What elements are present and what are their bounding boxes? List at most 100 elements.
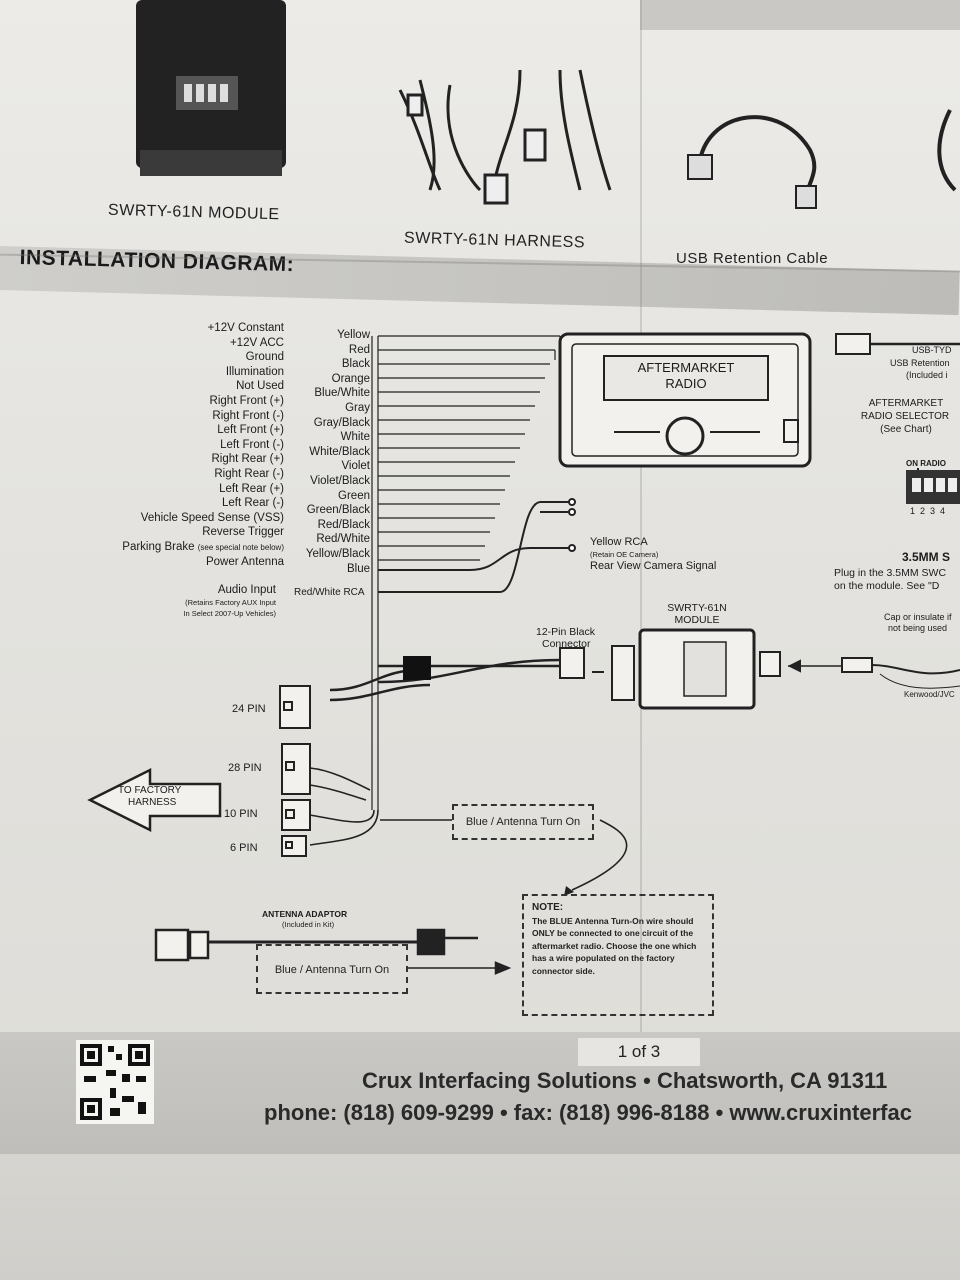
function-label: Left Rear (-)	[222, 497, 284, 510]
footer-company: Crux Interfacing Solutions • Chatsworth,…	[362, 1068, 888, 1093]
usb-cable-image	[687, 115, 817, 209]
yellow-rca-title: Yellow RCA	[590, 536, 648, 548]
function-label: Left Front (+)	[217, 424, 284, 437]
antenna-adaptor-wire-label: Blue / Antenna Turn On	[274, 964, 390, 976]
function-label: Right Front (-)	[212, 409, 284, 422]
wiring-diagram	[87, 332, 960, 975]
wire-bundle	[371, 335, 561, 810]
product-images	[136, 0, 957, 209]
twelve-pin-line2: Connector	[542, 638, 591, 650]
kenwood-label: Kenwood/JVC	[904, 690, 955, 699]
function-label: Left Rear (+)	[219, 482, 284, 495]
radio-label-line1: AFTERMARKET	[637, 360, 735, 375]
wire-color-label: Blue/White	[314, 387, 370, 400]
antenna-turn-on-box: Blue / Antenna Turn On	[452, 804, 594, 840]
function-label: Vehicle Speed Sense (VSS)	[140, 511, 284, 524]
wire-color-label: Orange	[331, 372, 370, 385]
module-image	[136, 0, 286, 176]
wire-color-label: Gray/Black	[313, 416, 370, 429]
wire-color-label: White	[340, 431, 370, 444]
radio-selector-drawing	[906, 468, 960, 504]
function-label: Reverse Trigger	[202, 526, 284, 539]
pin-label-24: 24 PIN	[232, 703, 266, 715]
function-label: +12V ACC	[229, 336, 284, 349]
parking-brake-note: (see special note below)	[197, 542, 284, 552]
aftermarket-radio-drawing	[558, 332, 812, 468]
parking-brake-label: Parking Brake	[122, 540, 195, 553]
antenna-adaptor-drawing	[154, 928, 512, 975]
pin-label-10: 10 PIN	[224, 808, 258, 820]
wire-color-label: Black	[341, 358, 370, 371]
wire-color-label: White/Black	[309, 445, 370, 458]
usb-right-line3: (Included i	[906, 370, 948, 380]
function-label: Not Used	[236, 380, 284, 393]
swrty-module-drawing	[638, 628, 781, 710]
function-label: Right Front (+)	[209, 394, 284, 407]
selector-numbers: 1 2 3 4	[910, 506, 946, 516]
cable-edge-image	[937, 109, 957, 192]
harness-image	[398, 69, 612, 205]
wire-color-label: Green	[338, 489, 370, 502]
inline-junction	[403, 656, 431, 680]
twelve-pin-line1: 12-Pin Black	[536, 626, 595, 638]
selector-on-label: ON RADIO	[906, 459, 946, 468]
wire-color-label: Red/White	[316, 533, 370, 546]
function-label: +12V Constant	[207, 322, 284, 334]
harness-caption: SWRTY-61N HARNESS	[403, 229, 586, 252]
wire-color-label: Red/Black	[317, 518, 370, 531]
wire-color-label: Yellow/Black	[305, 547, 370, 560]
wire-color-label: Red	[348, 343, 370, 356]
footer-band	[0, 1032, 960, 1154]
qr-code	[76, 1040, 154, 1124]
yellow-rca-sub: (Retain OE Camera)	[590, 550, 659, 559]
note-body: The BLUE Antenna Turn-On wire should ONL…	[532, 915, 697, 976]
page-number: 1 of 3	[578, 1038, 700, 1066]
wire-color-label: Violet	[341, 460, 370, 473]
module-wires	[329, 658, 561, 702]
wire-color-label: Blue	[346, 562, 370, 575]
function-label: Ground	[245, 351, 284, 364]
rca-plugs	[378, 498, 576, 593]
usb-right-line1: USB-TYD	[912, 345, 952, 355]
wire-color-label: Violet/Black	[310, 474, 370, 487]
cap-note-line1: Cap or insulate if	[884, 612, 952, 622]
note-box: NOTE: The BLUE Antenna Turn-On wire shou…	[522, 894, 714, 1016]
audio-input-sub2: In Select 2007-Up Vehicles)	[183, 609, 276, 618]
audio-input-label: Audio Input	[217, 584, 276, 596]
wire-color-label: Yellow	[337, 329, 370, 341]
factory-harness-line2: HARNESS	[128, 797, 177, 808]
factory-harness-arrow	[87, 767, 222, 833]
factory-harness-line1: TO FACTORY	[118, 785, 182, 796]
selector-line2: RADIO SELECTOR	[860, 411, 950, 422]
note-title: NOTE:	[532, 902, 564, 913]
function-label: Parking Brake (see special note below)	[60, 540, 284, 555]
function-label: Power Antenna	[205, 555, 284, 568]
pin-label-6: 6 PIN	[230, 842, 258, 854]
function-label: Left Front (-)	[220, 438, 284, 451]
antenna-adaptor-wire-box: Blue / Antenna Turn On	[256, 944, 408, 994]
yellow-rca-desc: Rear View Camera Signal	[590, 560, 717, 572]
arrow-head	[564, 886, 574, 896]
wire-color-label: Gray	[345, 401, 370, 414]
radio-label-line2: RADIO	[665, 376, 707, 391]
function-label: Illumination	[225, 365, 284, 378]
module-label-line1: SWRTY-61N	[667, 602, 727, 614]
selector-line1: AFTERMARKET	[868, 398, 944, 409]
function-labels: +12V Constant +12V ACC Ground Illuminati…	[60, 321, 284, 569]
lower-paper	[0, 1154, 960, 1280]
wire-color-labels: Yellow Red Black Orange Blue/White Gray …	[280, 328, 370, 576]
antenna-adaptor-sub: (Included in Kit)	[282, 920, 335, 929]
module-label-line2: MODULE	[674, 614, 720, 626]
antenna-adaptor-title: ANTENNA ADAPTOR	[262, 909, 348, 919]
factory-connectors	[279, 685, 311, 857]
top-band	[640, 0, 960, 30]
selector-line3: (See Chart)	[880, 424, 932, 435]
swc-title: 3.5MM S	[902, 550, 951, 564]
swc-cable	[787, 657, 960, 689]
footer-contact: phone: (818) 609-9299 • fax: (818) 996-8…	[264, 1100, 912, 1125]
harness-trunk	[309, 767, 628, 891]
twelve-pin-connector	[559, 645, 635, 701]
wire-color-label: Green/Black	[306, 504, 370, 517]
usb-caption: USB Retention Cable	[676, 250, 829, 267]
